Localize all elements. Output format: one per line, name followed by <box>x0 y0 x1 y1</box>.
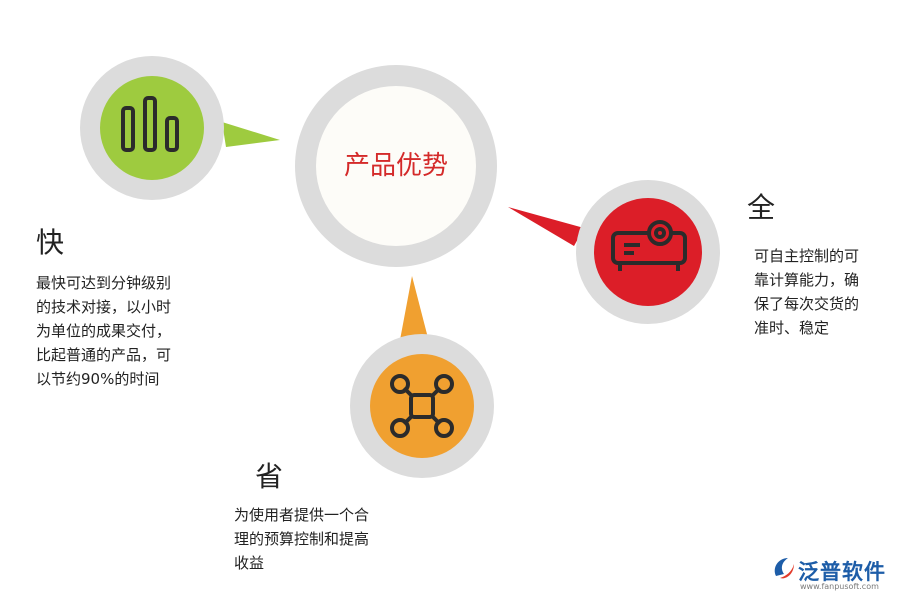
connector-kuai <box>222 122 280 147</box>
description-line: 的技术对接，以小时 <box>36 298 172 316</box>
description-line: 保了每次交货的 <box>754 295 860 313</box>
heading-quan: 全 <box>747 191 776 224</box>
heading-sheng: 省 <box>255 460 284 493</box>
description-line: 比起普通的产品，可 <box>36 346 172 364</box>
fanpu-logo: 泛普软件 www.fanpusoft.com <box>770 554 892 594</box>
description-sheng: 为使用者提供一个合 理的预算控制和提高 收益 <box>234 503 369 575</box>
description-quan: 可自主控制的可 靠计算能力，确 保了每次交货的 准时、稳定 <box>754 244 859 340</box>
description-line: 以节约90%的时间 <box>36 370 160 388</box>
description-line: 准时、稳定 <box>754 319 830 337</box>
connector-sheng <box>400 276 428 340</box>
connector-quan <box>508 207 584 246</box>
drone-icon <box>390 374 454 438</box>
projector-icon <box>611 220 687 271</box>
node-quan-circle <box>594 198 702 306</box>
description-line: 可自主控制的可 <box>754 247 860 265</box>
logo-url: www.fanpusoft.com <box>800 582 879 591</box>
description-line: 靠计算能力，确 <box>754 271 860 289</box>
description-line: 理的预算控制和提高 <box>234 530 370 548</box>
description-line: 为使用者提供一个合 <box>234 506 370 524</box>
description-kuai: 最快可达到分钟级别 的技术对接，以小时 为单位的成果交付， 比起普通的产品，可 … <box>36 271 171 391</box>
bar-chart-icon <box>121 96 179 152</box>
description-line: 最快可达到分钟级别 <box>36 274 172 292</box>
node-kuai-circle <box>100 76 204 180</box>
description-line: 为单位的成果交付， <box>36 322 172 340</box>
center-title: 产品优势 <box>343 151 448 181</box>
logo-name: 泛普软件 <box>798 560 886 584</box>
center-circle <box>316 86 476 246</box>
description-line: 收益 <box>234 554 265 572</box>
node-sheng-circle <box>370 354 474 458</box>
heading-kuai: 快 <box>36 226 65 259</box>
fanpu-logo-icon <box>774 558 794 579</box>
